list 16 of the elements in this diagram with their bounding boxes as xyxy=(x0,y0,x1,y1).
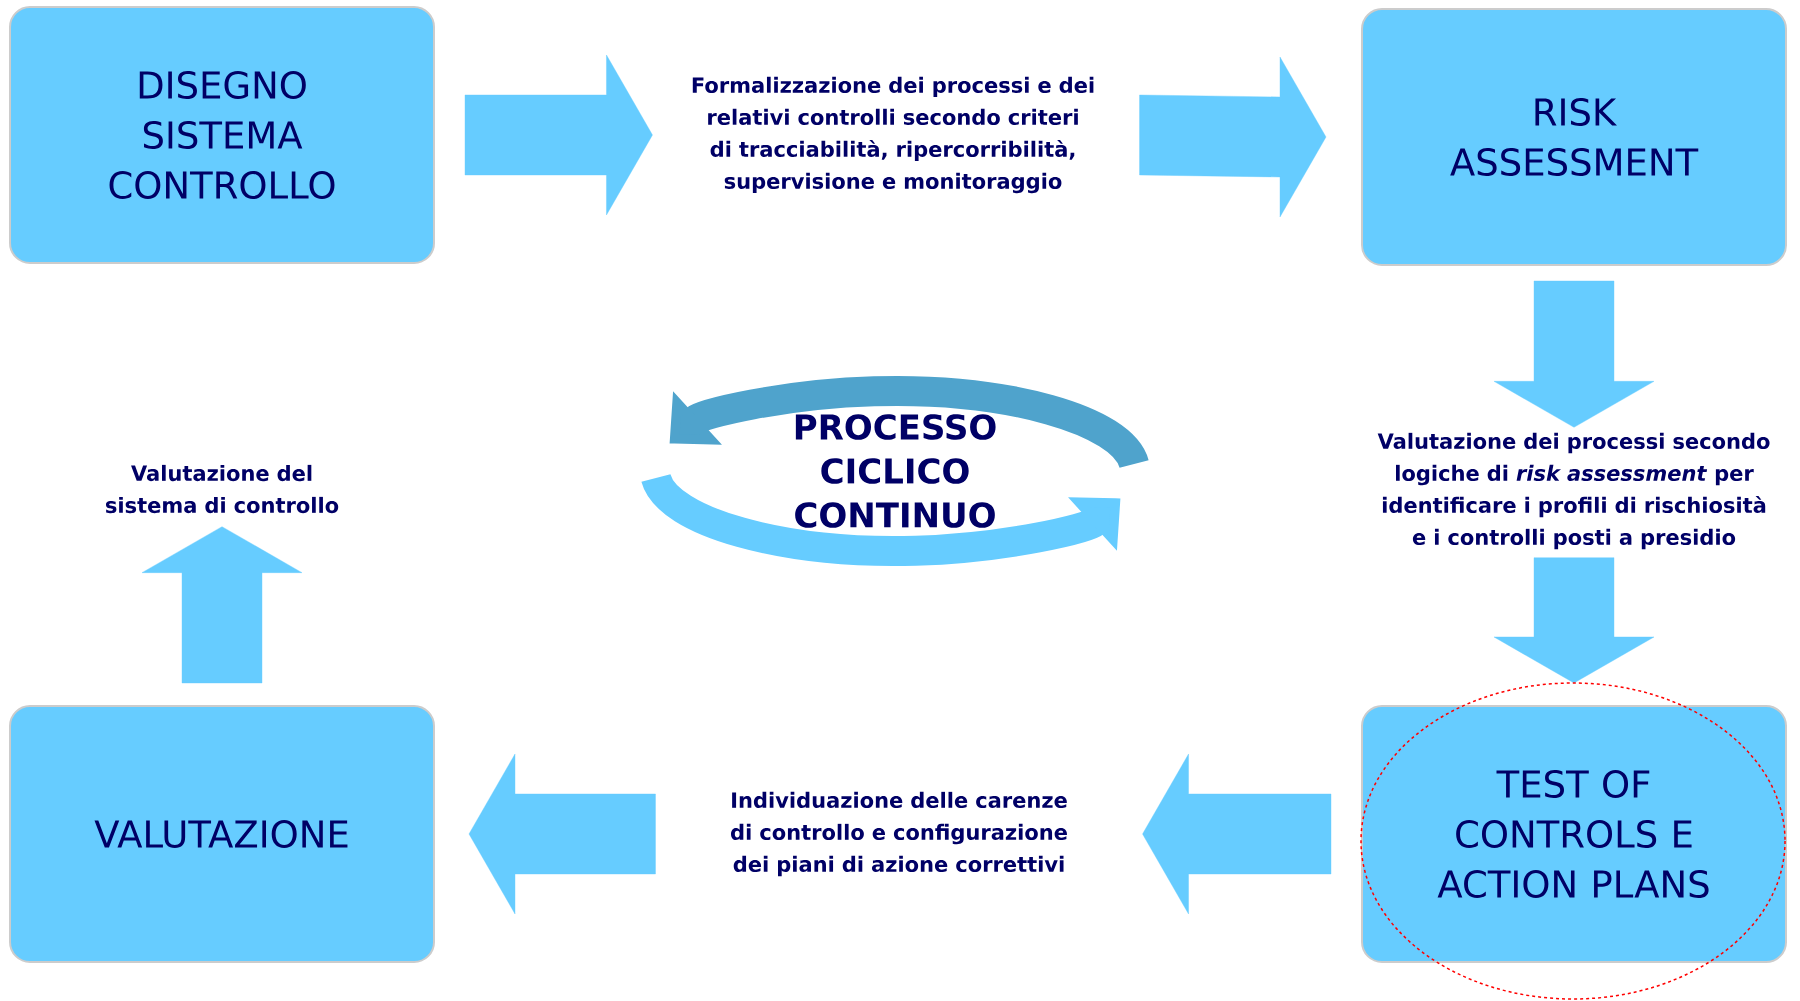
block-arrow xyxy=(464,54,653,216)
block-arrow xyxy=(141,526,303,684)
block-arrow xyxy=(1139,56,1327,218)
block-arrow xyxy=(468,753,656,915)
cycle-label: PROCESSO CICLICO CONTINUO xyxy=(795,414,996,528)
process-box: TEST OF CONTROLS E ACTION PLANS xyxy=(1361,705,1787,963)
block-arrow xyxy=(1142,753,1332,915)
step-description: Valutazione del sistema di controllo xyxy=(106,464,339,514)
block-arrow xyxy=(1493,280,1655,428)
process-box: DISEGNO SISTEMA CONTROLLO xyxy=(9,6,435,264)
step-description: Formalizzazione dei processi e dei relativi controlli secondo criteri di tracciabilità, ripercorribilità, supervisione e monitoraggio xyxy=(692,76,1094,194)
step-description: Individuazione delle carenze di controllo e configurazione dei piani di azione correttivi xyxy=(731,791,1067,877)
process-box: VALUTAZIONE xyxy=(9,705,435,963)
process-box: RISK ASSESSMENT xyxy=(1361,8,1787,266)
block-arrow xyxy=(1493,557,1655,684)
step-description: Valutazione dei processi secondo logiche di risk assessment per identificare i profili di rischiosità e i controlli posti a presidio xyxy=(1377,432,1770,550)
